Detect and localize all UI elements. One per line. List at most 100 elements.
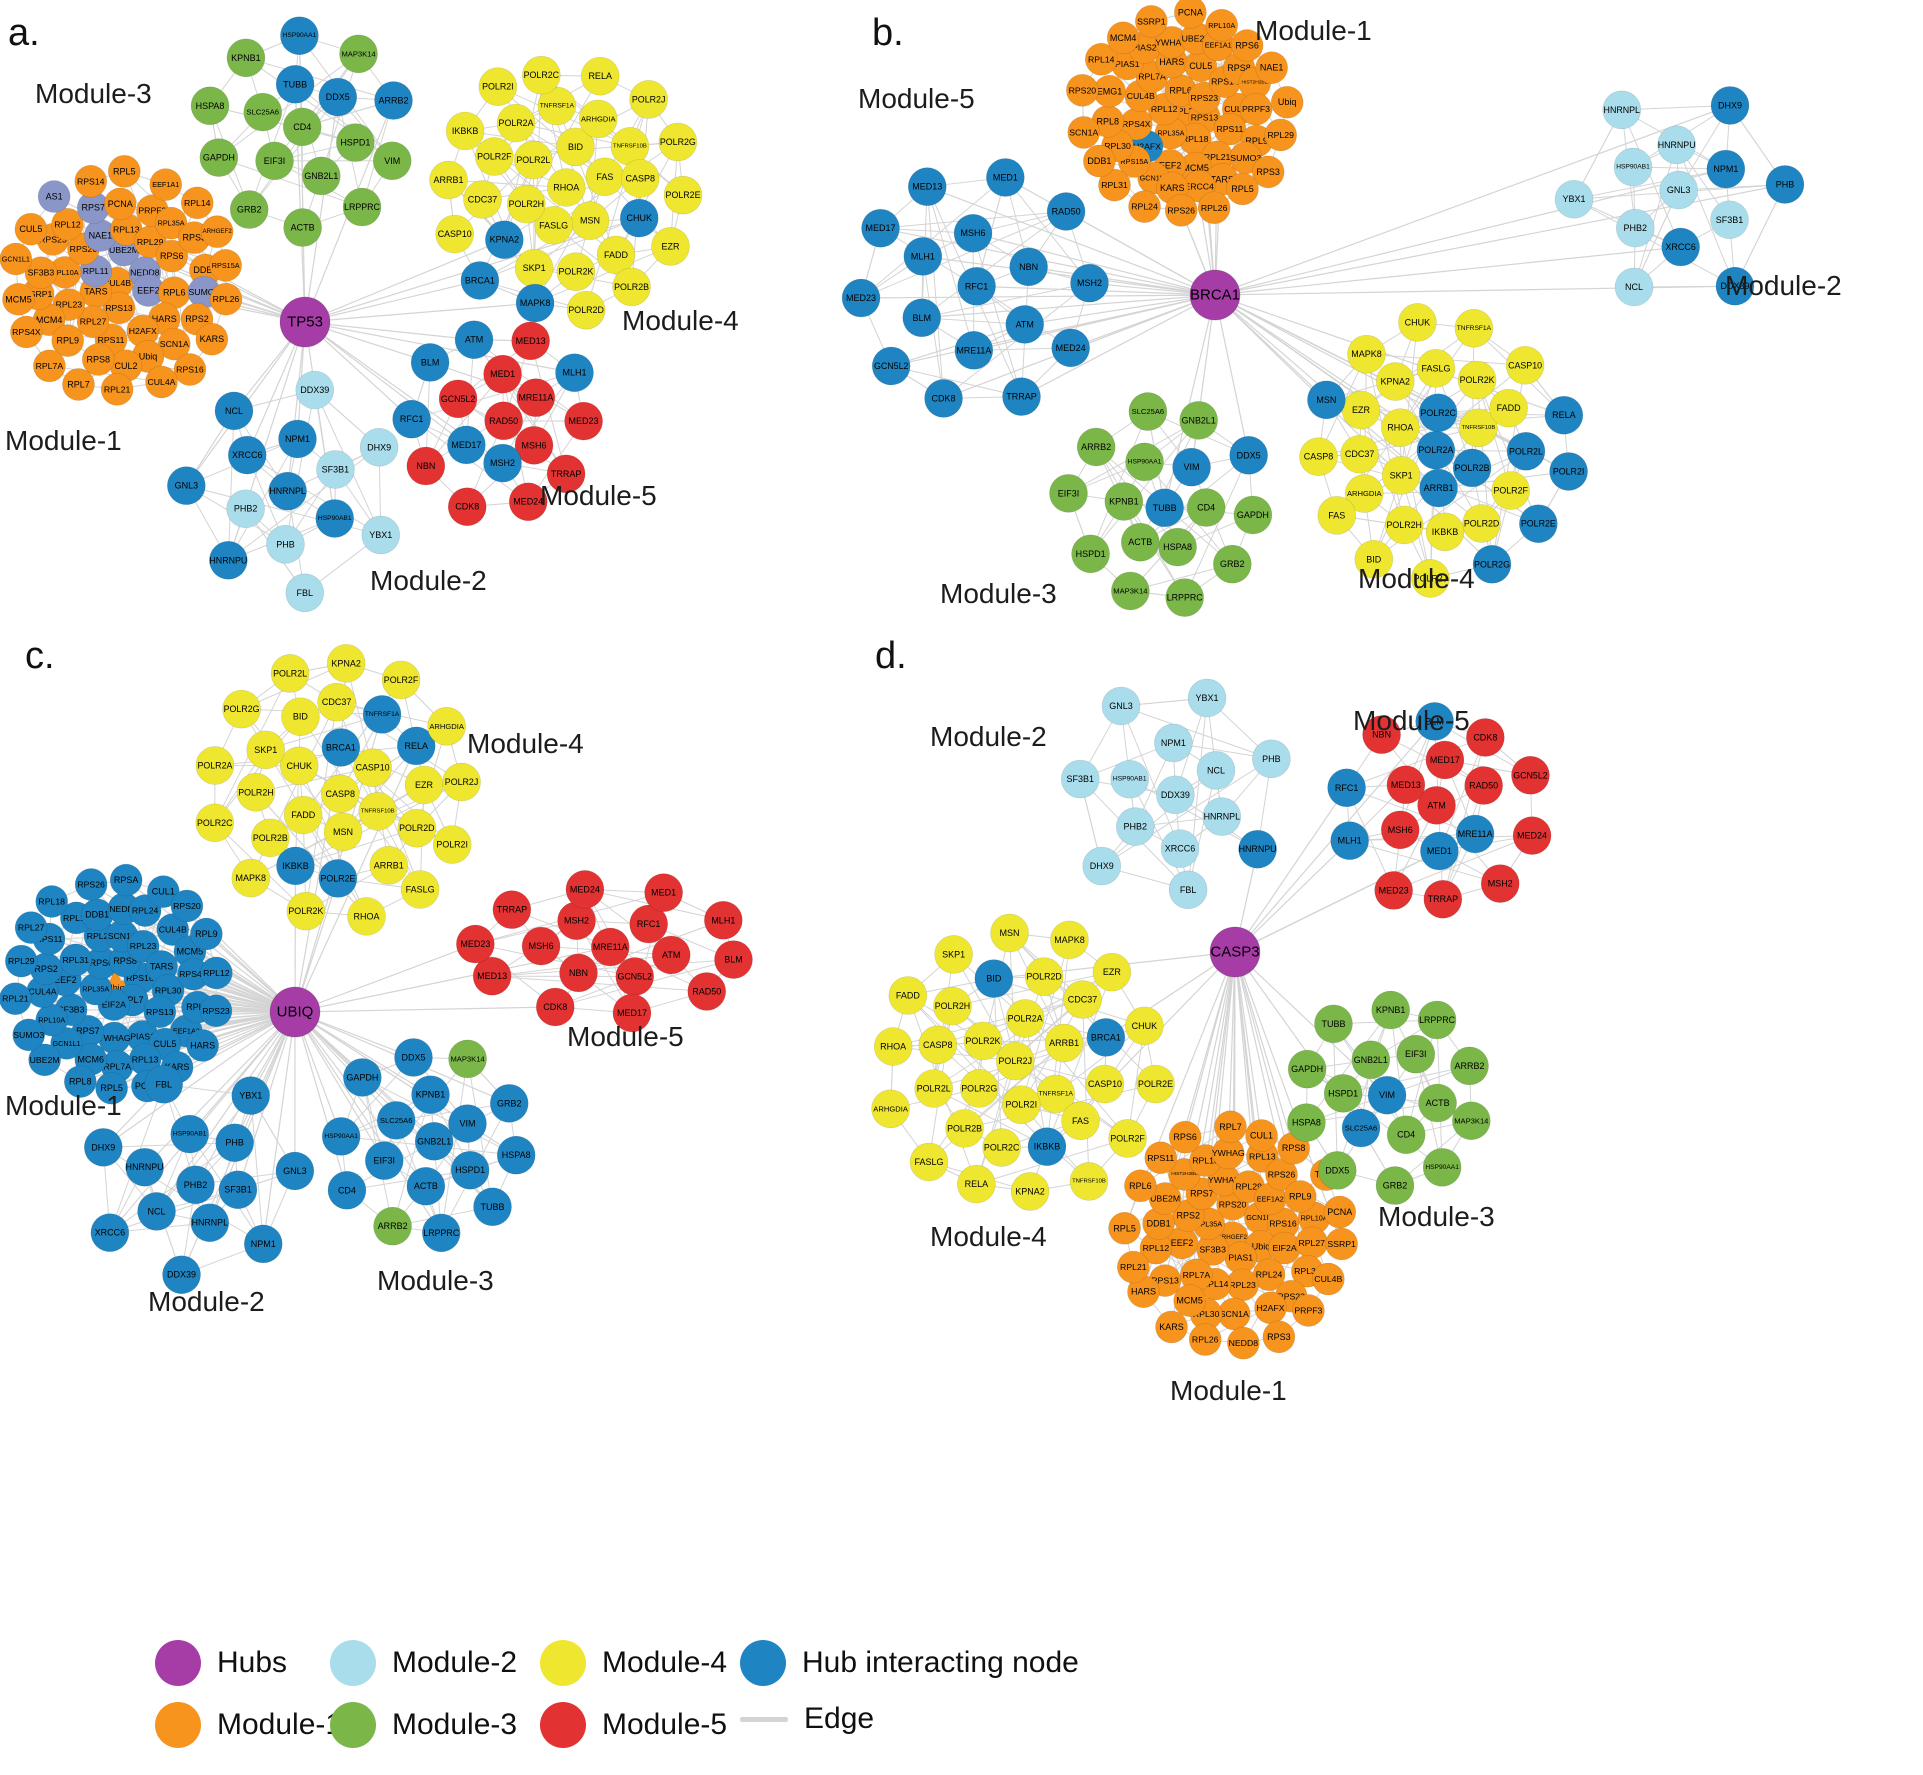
node-POLR2F: POLR2F <box>381 660 421 700</box>
node-POLR2F: POLR2F <box>475 137 514 176</box>
node-circle-icon <box>483 354 522 394</box>
node-circle-icon <box>396 726 436 766</box>
edge <box>1621 109 1682 248</box>
node-SKP1: SKP1 <box>514 248 554 288</box>
node-POLR2A: POLR2A <box>1005 999 1045 1038</box>
node-circle-icon <box>435 214 475 254</box>
node-circle-icon <box>559 953 598 993</box>
node-circle-icon <box>59 943 93 977</box>
node-ARHGDIA: ARHGDIA <box>578 99 618 139</box>
node-RPL21: RPL21 <box>1117 1250 1150 1284</box>
node-circle-icon <box>995 1041 1035 1081</box>
node-circle-icon <box>570 201 610 240</box>
node-circle-icon <box>1450 1046 1489 1086</box>
edge <box>1129 778 1258 850</box>
node-circle-icon <box>227 435 267 475</box>
node-TUBB: TUBB <box>275 64 315 104</box>
node-POLR2G: POLR2G <box>1472 544 1512 584</box>
hub-node-TP53: TP53 <box>279 296 331 348</box>
node-POLR2H: POLR2H <box>1384 505 1424 545</box>
node-circle-icon <box>514 426 554 465</box>
node-circle-icon <box>190 1203 230 1243</box>
node-circle-icon <box>251 818 290 858</box>
node-circle-icon <box>275 64 315 104</box>
node-H2AFX: H2AFX <box>1254 1291 1287 1325</box>
edge <box>49 365 162 383</box>
module-label-module-2: Module-2 <box>1725 270 1842 301</box>
node-POLR2B: POLR2B <box>945 1109 984 1148</box>
node-EZR: EZR <box>1341 390 1381 430</box>
node-circle-icon <box>1425 512 1465 552</box>
hub-node-BRCA1: BRCA1 <box>1189 269 1241 321</box>
node-circle-icon <box>1614 267 1654 307</box>
edge <box>1399 427 1431 579</box>
node-GCN5L2: GCN5L2 <box>615 957 655 996</box>
node-circle-icon <box>295 370 335 410</box>
node-circle-icon <box>231 858 271 898</box>
node-circle-icon <box>986 158 1025 197</box>
node-GNB2L1: GNB2L1 <box>1351 1040 1391 1080</box>
node-MED13: MED13 <box>907 167 947 206</box>
node-MLH1: MLH1 <box>704 900 743 940</box>
node-circle-icon <box>566 290 606 330</box>
node-PCNA: PCNA <box>1174 0 1207 29</box>
node-circle-icon <box>1457 360 1497 400</box>
node-MCM5: MCM5 <box>2 282 35 316</box>
node-circle-icon <box>1213 544 1252 584</box>
module-label-module-4: Module-4 <box>467 728 584 759</box>
node-circle-icon <box>381 660 421 700</box>
node-CD4: CD4 <box>327 1170 367 1210</box>
node-circle-icon <box>51 324 85 357</box>
node-circle-icon <box>888 976 928 1015</box>
node-circle-icon <box>103 187 137 221</box>
node-LRPPRC: LRPPRC <box>1165 578 1204 617</box>
node-circle-icon <box>353 748 392 787</box>
node-circle-icon <box>1024 957 1064 996</box>
edge <box>1139 420 1200 543</box>
node-circle-icon <box>612 993 652 1033</box>
node-POLR2I: POLR2I <box>432 825 472 864</box>
edge <box>248 96 339 210</box>
node-circle-icon <box>1128 190 1161 223</box>
node-circle-icon <box>555 353 594 393</box>
edge <box>1184 455 1250 598</box>
node-RHOA: RHOA <box>1381 408 1420 447</box>
node-circle-icon <box>629 80 668 119</box>
node-circle-icon <box>1307 380 1346 420</box>
hub-label: TP53 <box>287 314 323 331</box>
panel-letter: d. <box>875 635 907 677</box>
node-TNFRSF10B: TNFRSF10B <box>1069 1162 1109 1201</box>
node-SF3B1: SF3B1 <box>218 1170 258 1210</box>
node-circle-icon <box>644 873 683 912</box>
node-circle-icon <box>1005 999 1045 1038</box>
node-CD4: CD4 <box>282 107 322 147</box>
node-HSPD1: HSPD1 <box>450 1150 490 1190</box>
node-circle-icon <box>489 1084 529 1123</box>
edge <box>1342 1065 1470 1094</box>
node-circle-icon <box>392 399 431 439</box>
node-circle-icon <box>283 208 322 247</box>
node-circle-icon <box>186 1029 219 1062</box>
node-RPL27: RPL27 <box>14 911 48 944</box>
node-HSP90AA1: HSP90AA1 <box>1125 442 1164 482</box>
node-RPS3: RPS3 <box>1262 1320 1296 1354</box>
node-MED23: MED23 <box>841 278 881 318</box>
node-KPNB1: KPNB1 <box>1371 990 1410 1030</box>
node-circle-icon <box>1172 447 1211 487</box>
label-layer-panel-1: Module-3Module-4Module-1Module-2Module-5… <box>5 12 739 596</box>
node-RPL10A: RPL10A <box>1205 8 1239 42</box>
node-ARRB1: ARRB1 <box>429 160 468 200</box>
edge <box>534 245 671 304</box>
node-MED23: MED23 <box>564 401 603 441</box>
node-circle-icon <box>1255 51 1288 85</box>
node-SLC25A6: SLC25A6 <box>243 92 283 132</box>
node-ARRB2: ARRB2 <box>374 81 413 120</box>
module-label-module-5: Module-5 <box>1353 705 1470 736</box>
edge <box>250 1095 264 1244</box>
node-circle-icon <box>199 994 233 1028</box>
node-IKBKB: IKBKB <box>445 111 485 151</box>
node-MAP3K14: MAP3K14 <box>1452 1101 1491 1141</box>
node-MED24: MED24 <box>1512 816 1552 855</box>
node-circle-icon <box>1420 831 1459 871</box>
node-SF3B1: SF3B1 <box>316 450 355 489</box>
